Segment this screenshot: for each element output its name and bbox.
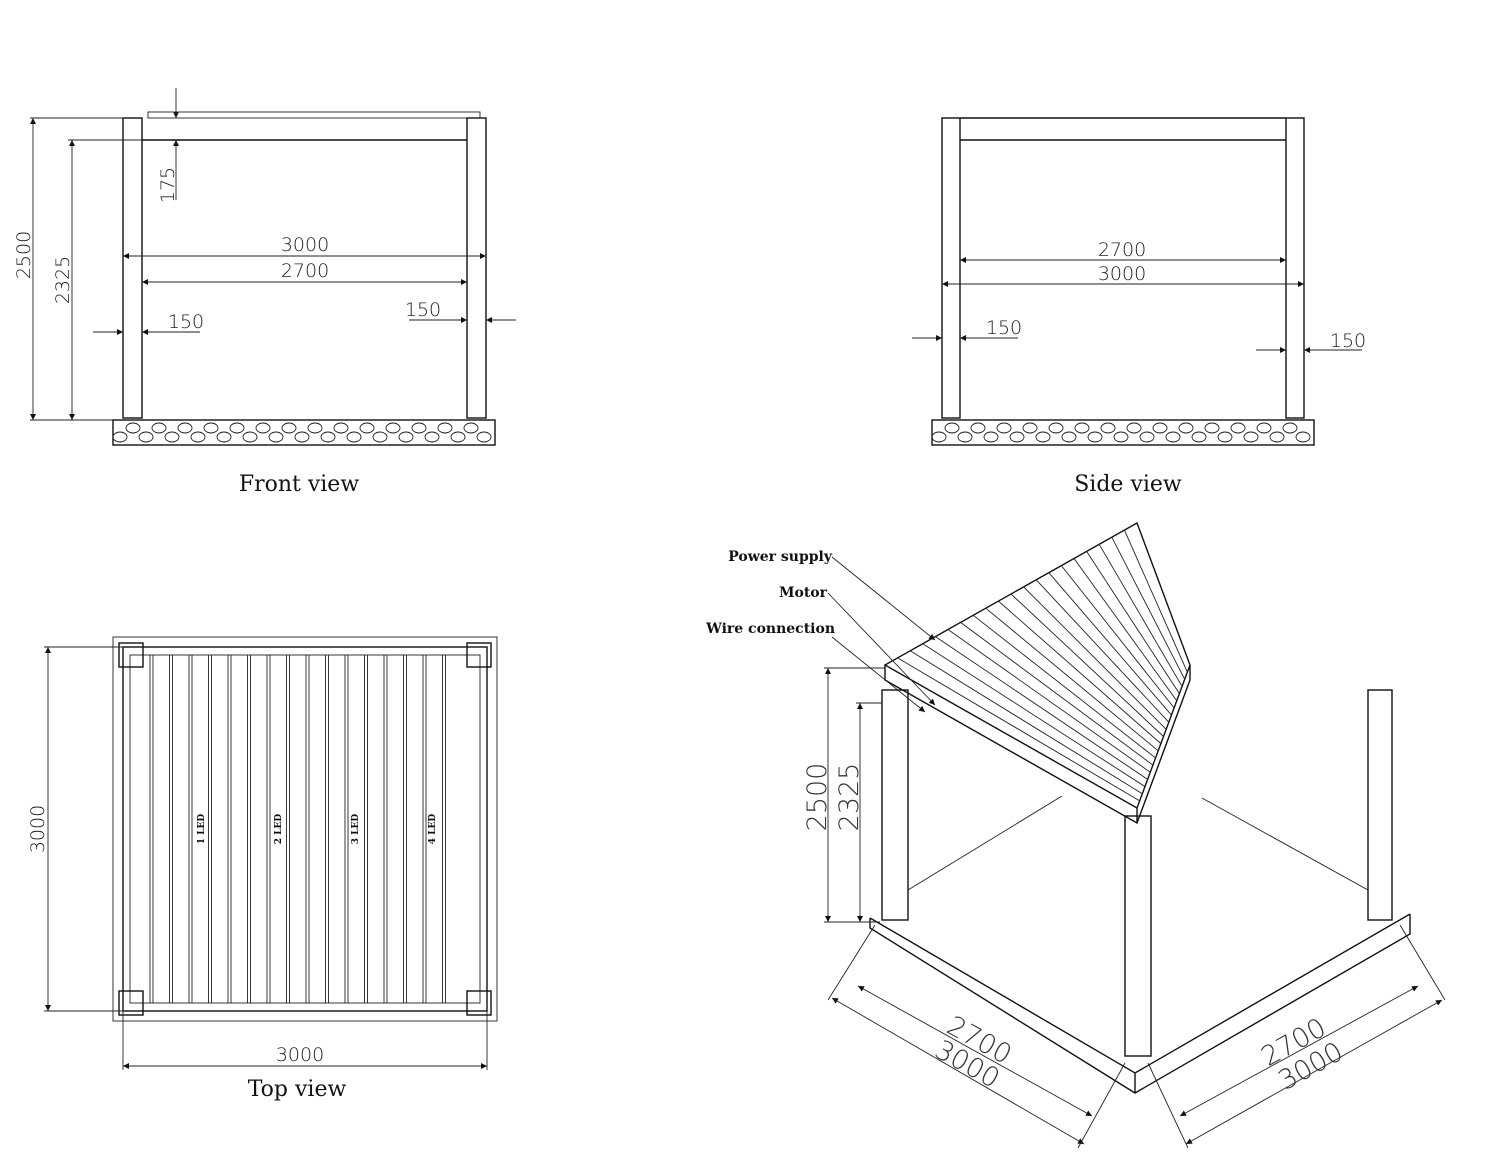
post (881, 689, 909, 921)
right-post (1285, 117, 1305, 419)
slat (1086, 551, 1180, 694)
slat (1023, 586, 1167, 730)
dim-2700: 2700 (1098, 239, 1146, 261)
dim-3000: 3000 (281, 234, 329, 256)
ground-base (931, 419, 1315, 446)
louver-slats (149, 655, 446, 1003)
slat (1035, 579, 1170, 723)
callout-power-supply: Power supply (728, 549, 833, 565)
front-view-caption: Front view (239, 472, 360, 497)
left-post (941, 117, 961, 419)
slat (897, 657, 1140, 802)
corner-bracket (466, 642, 492, 668)
slat (935, 636, 1148, 780)
dim-2500: 2500 (13, 231, 35, 279)
slat (1098, 544, 1183, 687)
isometric-view: 2500 2325 2700 3000 2700 3000 Power supp… (705, 521, 1446, 1149)
slat (972, 614, 1156, 759)
dim-3000-width: 3000 (276, 1044, 324, 1066)
slat (909, 650, 1143, 795)
left-post (122, 117, 143, 419)
right-post (466, 117, 487, 419)
dim-3000-depth: 3000 (27, 805, 49, 853)
roof-louvers (147, 111, 481, 119)
callout-wire-connection: Wire connection (705, 621, 835, 637)
dim-3000: 3000 (1098, 263, 1146, 285)
led-label: 1 LED (197, 814, 207, 845)
post (1124, 815, 1152, 1057)
post (1367, 689, 1393, 921)
led-label: 3 LED (351, 814, 361, 845)
dim-150-right: 150 (1330, 330, 1366, 352)
front-view: 2500 2325 175 3000 2700 150 150 Front vi… (13, 88, 516, 497)
dim-150-right: 150 (405, 299, 441, 321)
dim-2325: 2325 (52, 256, 74, 304)
slat (1061, 565, 1175, 709)
slat (998, 600, 1162, 744)
slat (1073, 558, 1178, 702)
slat (1010, 593, 1164, 737)
led-label: 2 LED (274, 814, 284, 845)
slat (922, 643, 1146, 787)
slat (985, 607, 1159, 752)
dim-2700: 2700 (281, 260, 329, 282)
dim-175: 175 (157, 167, 179, 203)
slat (960, 622, 1154, 766)
dim-2500: 2500 (802, 763, 833, 832)
callout-motor: Motor (779, 585, 828, 601)
led-label: 4 LED (428, 814, 438, 845)
dim-2325: 2325 (834, 763, 865, 832)
frame (122, 646, 488, 1012)
top-view-caption: Top view (248, 1077, 347, 1102)
slat (1123, 529, 1188, 673)
slat (1111, 536, 1186, 680)
corner-bracket (118, 642, 144, 668)
side-view: 2700 3000 150 150 Side view (912, 117, 1366, 497)
top-view: 1 LED 2 LED 3 LED 4 LED 3000 3000 Top vi… (27, 636, 498, 1102)
slat (1048, 572, 1172, 716)
roof-louvers (897, 529, 1188, 802)
corner-bracket (466, 990, 492, 1016)
side-view-caption: Side view (1074, 472, 1182, 497)
corner-bracket (118, 990, 144, 1016)
ground-base (112, 419, 496, 446)
dim-150-left: 150 (986, 317, 1022, 339)
slat (947, 629, 1151, 773)
dim-150-left: 150 (168, 311, 204, 333)
